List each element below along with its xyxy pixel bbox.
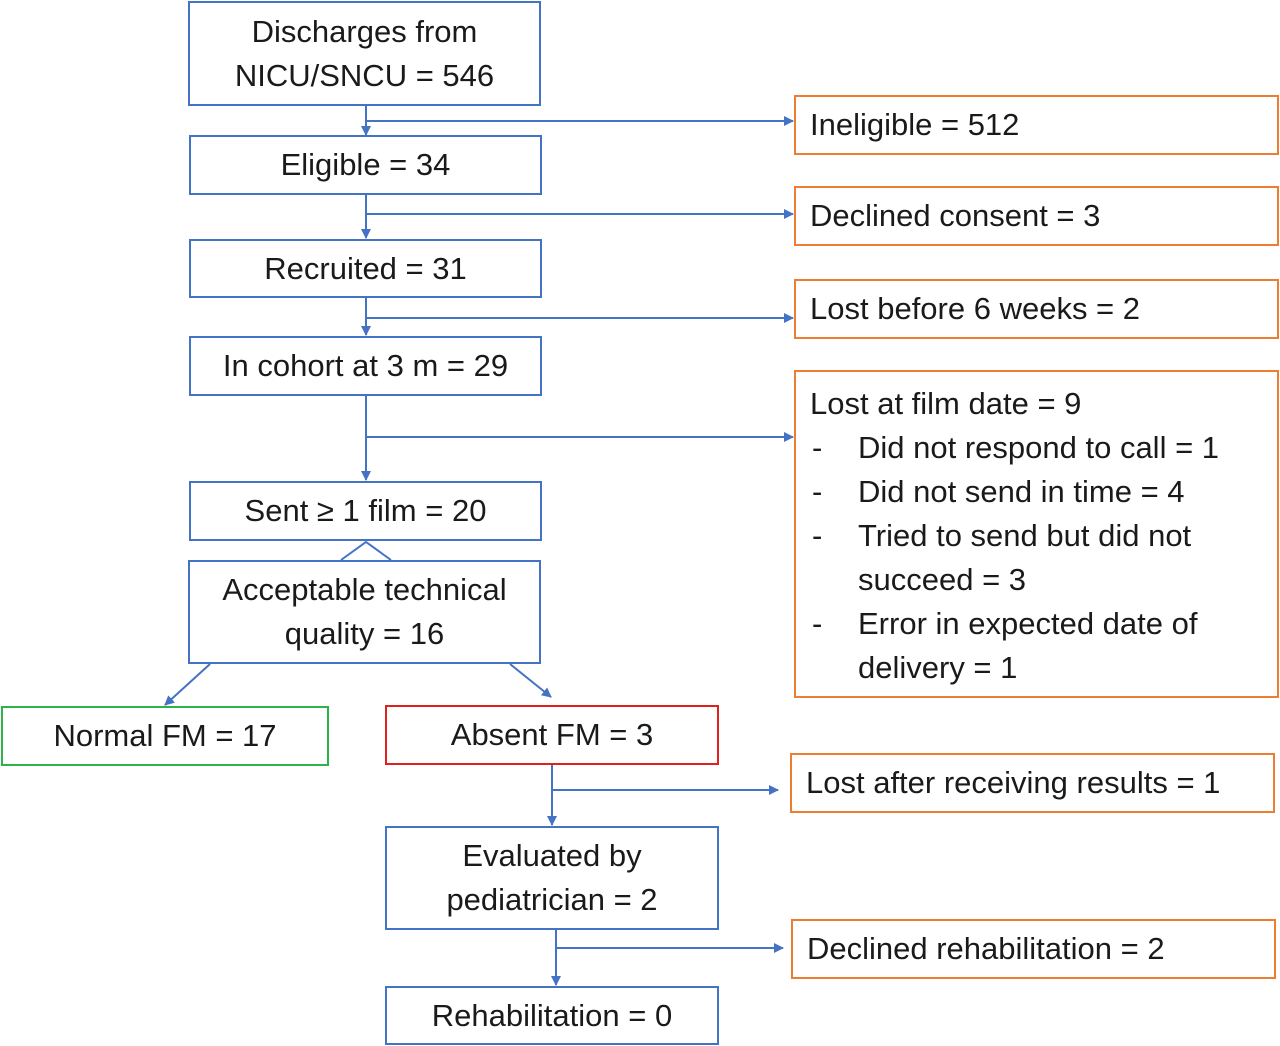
declined-consent-box: Declined consent = 3 xyxy=(794,186,1279,246)
sent-film-box: Sent ≥ 1 film = 20 xyxy=(189,481,542,541)
reason-dash: - xyxy=(812,430,823,465)
reason-dash: - xyxy=(812,518,823,553)
recruited-label: Recruited = 31 xyxy=(264,250,467,286)
reason-dash: - xyxy=(812,606,823,641)
acceptable-line-1: Acceptable technical xyxy=(222,572,507,607)
absent-fm-label: Absent FM = 3 xyxy=(450,717,654,752)
cohort-label: In cohort at 3 m = 29 xyxy=(222,348,509,383)
lost-after-results-label: Lost after receiving results = 1 xyxy=(806,765,1221,800)
lost-at-film-date-title: Lost at film date = 9 xyxy=(810,386,1082,421)
lost-after-results-box: Lost after receiving results = 1 xyxy=(790,753,1275,813)
cohort-box: In cohort at 3 m = 29 xyxy=(189,336,542,396)
discharges-line-2: NICU/SNCU = 546 xyxy=(234,57,495,93)
reason-item: - Tried to send but did not succeed = 3 xyxy=(810,514,1248,602)
lost-before-6-weeks-label: Lost before 6 weeks = 2 xyxy=(810,291,1141,326)
connector-sent-to-acceptable xyxy=(340,540,392,561)
reason-item: - Error in expected date of delivery = 1 xyxy=(810,602,1248,690)
reason-item: - Did not respond to call = 1 xyxy=(810,426,1219,470)
acceptable-quality-box: Acceptable technical quality = 16 xyxy=(188,560,541,664)
evaluated-box: Evaluated by pediatrician = 2 xyxy=(385,826,719,930)
discharges-line-1: Discharges from xyxy=(251,13,478,49)
normal-fm-box: Normal FM = 17 xyxy=(1,706,329,766)
declined-rehabilitation-label: Declined rehabilitation = 2 xyxy=(807,931,1165,966)
discharges-box: Discharges from NICU/SNCU = 546 xyxy=(188,1,541,106)
normal-fm-label: Normal FM = 17 xyxy=(53,718,277,753)
recruited-box: Recruited = 31 xyxy=(189,239,542,298)
arrow-to-normal-fm xyxy=(164,663,211,706)
rehabilitation-box: Rehabilitation = 0 xyxy=(385,986,719,1045)
lost-at-film-date-box: Lost at film date = 9 - Did not respond … xyxy=(794,370,1279,698)
reason-text: Error in expected date of delivery = 1 xyxy=(858,606,1198,685)
reason-item: - Did not send in time = 4 xyxy=(810,470,1185,514)
acceptable-line-2: quality = 16 xyxy=(284,616,445,651)
ineligible-box: Ineligible = 512 xyxy=(794,95,1279,155)
declined-consent-label: Declined consent = 3 xyxy=(810,198,1101,233)
reason-text: Did not respond to call = 1 xyxy=(858,430,1220,465)
eligible-label: Eligible = 34 xyxy=(280,147,451,182)
declined-rehabilitation-box: Declined rehabilitation = 2 xyxy=(791,919,1276,979)
rehabilitation-label: Rehabilitation = 0 xyxy=(431,997,673,1033)
reason-text: Tried to send but did not succeed = 3 xyxy=(858,518,1192,597)
arrow-to-absent-fm xyxy=(509,663,552,698)
evaluated-line-2: pediatrician = 2 xyxy=(446,882,658,917)
evaluated-line-1: Evaluated by xyxy=(462,838,642,873)
eligible-box: Eligible = 34 xyxy=(189,135,542,195)
ineligible-label: Ineligible = 512 xyxy=(810,107,1020,142)
reason-dash: - xyxy=(812,474,823,509)
lost-before-6-weeks-box: Lost before 6 weeks = 2 xyxy=(794,279,1279,339)
sent-film-label: Sent ≥ 1 film = 20 xyxy=(244,493,487,528)
absent-fm-box: Absent FM = 3 xyxy=(385,705,719,765)
reason-text: Did not send in time = 4 xyxy=(858,474,1185,509)
